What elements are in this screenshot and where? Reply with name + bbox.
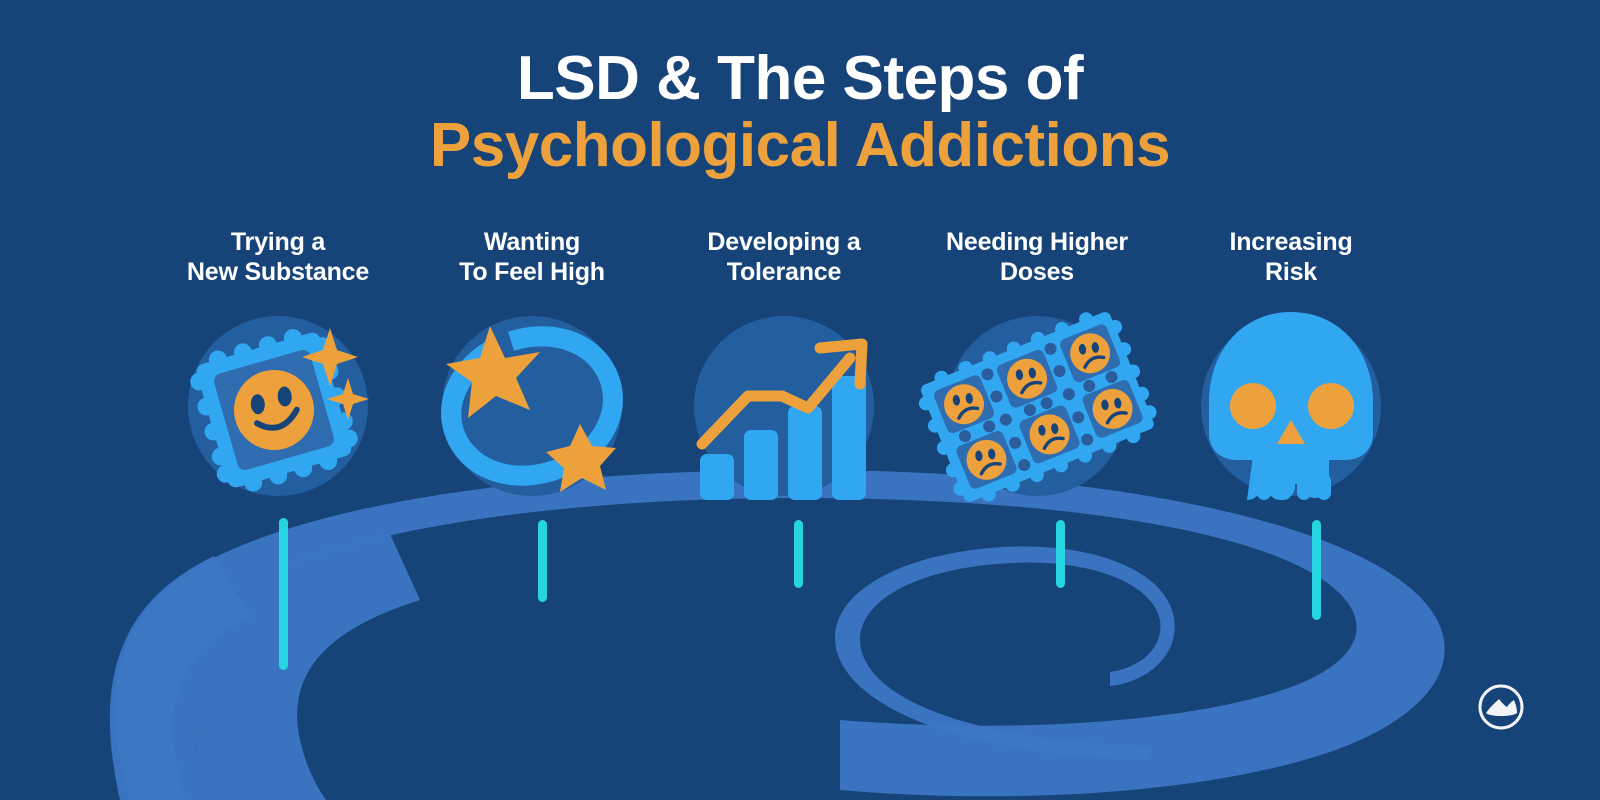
bar-chart-up-arrow-icon	[684, 306, 884, 506]
title-line-primary: LSD & The Steps of	[516, 44, 1084, 113]
step-item-3[interactable]: Developing a Tolerance	[654, 228, 914, 500]
step-item-2[interactable]: Wanting To Feel High	[402, 228, 662, 496]
title-line-accent: Psychological Addictions	[429, 110, 1171, 180]
step-label-5: Increasing Risk	[1229, 228, 1353, 286]
step-label-1: Trying a New Substance	[186, 228, 370, 286]
page-title: LSD & The Steps of Psychological Addicti…	[0, 44, 1600, 180]
step-item-4[interactable]: Needing Higher Doses	[907, 228, 1167, 502]
steps-row: Trying a New Substance	[0, 228, 1600, 688]
step-label-3: Developing a Tolerance	[707, 228, 861, 286]
skull-icon	[1191, 306, 1391, 506]
mountain-circle-logo[interactable]	[1476, 682, 1526, 732]
blotter-sheet-sad-faces-icon	[907, 306, 1167, 506]
step-item-1[interactable]: Trying a New Substance	[148, 228, 408, 496]
step-item-5[interactable]: Increasing Risk	[1161, 228, 1421, 500]
step-label-4: Needing Higher Doses	[946, 228, 1128, 286]
step-label-2: Wanting To Feel High	[459, 228, 605, 286]
swirl-stars-icon	[432, 306, 632, 506]
blotter-tab-smiley-icon	[178, 306, 378, 506]
